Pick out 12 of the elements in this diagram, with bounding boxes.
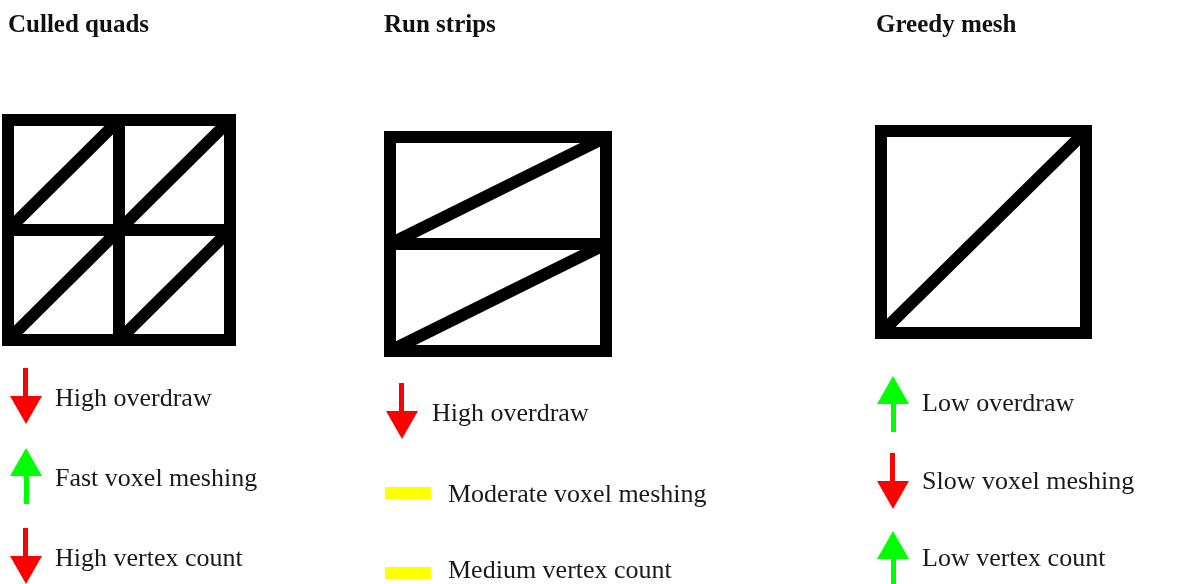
indicator-text: High overdraw (432, 398, 589, 428)
indicator-text: High vertex count (55, 543, 243, 573)
panel-title: Greedy mesh (876, 9, 1017, 39)
panel-title: Run strips (384, 9, 496, 39)
indicator-text: High overdraw (55, 383, 212, 413)
indicator-text: Low vertex count (922, 543, 1106, 573)
panel-title: Culled quads (8, 9, 150, 39)
indicator-text: Moderate voxel meshing (448, 479, 707, 509)
indicator-text: Fast voxel meshing (55, 463, 258, 493)
indicator-text: Low overdraw (922, 388, 1075, 418)
indicator-text: Medium vertex count (448, 555, 672, 584)
indicator-text: Slow voxel meshing (922, 466, 1135, 496)
